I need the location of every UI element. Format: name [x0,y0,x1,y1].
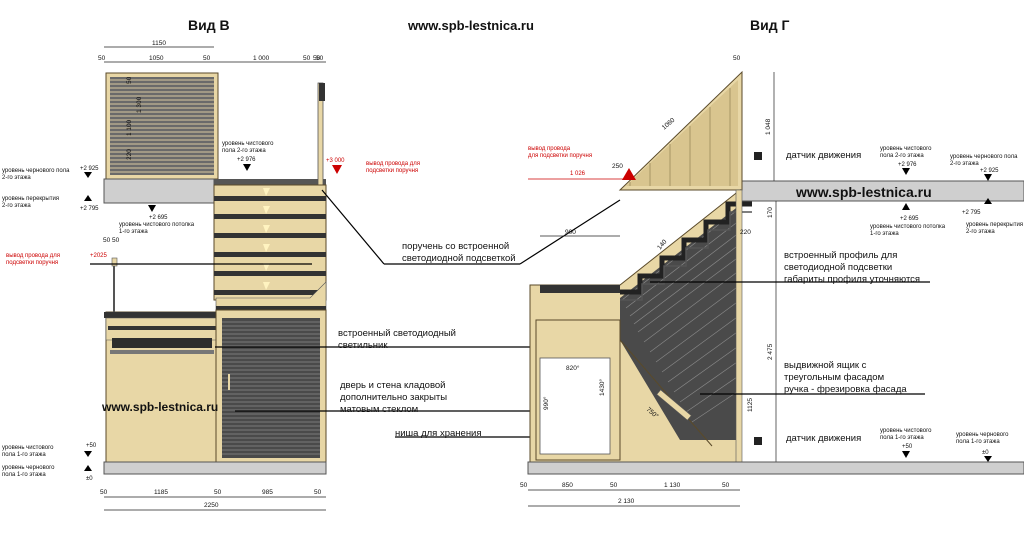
dim-b-bot-0: 50 [100,489,108,496]
dim-b-v-1: 220 [126,149,133,160]
r-level-clean-2-val: +2 976 [898,162,917,168]
dim-b-top-3: 1 000 [253,55,270,62]
dim-b-v-3: 1 100 [126,119,133,136]
dim-g-bot-3: 1 130 [664,482,681,489]
dim-g-250: 250 [612,163,623,170]
level-ceiling-1-val: +2 695 [149,215,168,221]
view-b: 1150 50 1050 50 1 000 50 50 [2,40,420,511]
dim-g-1048: 1 048 [765,118,772,135]
level-overlap-val: +2 795 [80,206,99,212]
dim-b-top-0: 50 [98,55,106,62]
dim-g-2475: 2 475 [767,343,774,360]
upper-panel-hatch [110,77,214,175]
view-b-title: Вид В [188,17,230,33]
level-clean-2-val: +2 976 [237,157,256,163]
view-g: www.spb-lestnica.ru 1060 50 1 048 вывод … [520,55,1024,507]
r-level-rough-1-val: ±0 [982,450,989,456]
dim-b-bot-1: 1185 [154,489,168,496]
callout-handrail: поручень со встроенной светодиодной подс… [402,241,516,264]
sensor-bottom: датчик движения [786,433,861,444]
dim-b-v-4: 1 300 [136,96,143,113]
r-level-clean-1-val: +50 [902,444,913,450]
dim-g-bot-2: 50 [610,482,618,489]
dim-g-bot-0: 50 [520,482,528,489]
dim-b-bot-2: 50 [214,489,222,496]
dim-g-900: 900 [565,229,576,236]
dim-b-top-4: 50 [303,55,311,62]
callout-lamp: встроенный светодиодный светильник [338,328,459,351]
callout-door: дверь и стена кладовой дополнительно зак… [340,380,450,415]
site-url-left: www.spb-lestnica.ru [101,400,218,414]
dim-g-top: 50 [733,55,741,62]
r-level-overlap-val: +2 795 [962,210,981,216]
wire-left-b-val: +2025 [90,253,108,259]
dim-g-1430: 1430° [598,379,606,396]
site-url-right: www.spb-lestnica.ru [795,184,932,200]
callout-niche: ниша для хранения [395,428,482,439]
dim-b-bot-4: 50 [314,489,322,496]
wire-g-dim: 1 026 [570,171,586,177]
dim-g-bot-4: 50 [722,482,730,489]
wire-right-b-val: +3 000 [326,158,345,164]
dim-b-top-1: 1050 [149,55,164,62]
level-rough-1-val: ±0 [86,476,93,482]
sensor-top: датчик движения [786,150,861,161]
dim-b-post: 50 [313,55,321,62]
callout-handrail-l1: поручень со встроенной [402,241,509,252]
dim-b-top-total: 1150 [152,40,166,47]
dim-g-bot-total: 2 130 [618,498,635,505]
callout-handrail-l2: светодиодной подсветкой [402,253,516,264]
callout-profile: встроенный профиль для светодиодной подс… [784,250,920,285]
r-level-ceiling-1-val: +2 695 [900,216,919,222]
level-clean-1-val: +50 [86,443,97,449]
dim-g-bot-1: 850 [562,482,573,489]
dim-b-top-2: 50 [203,55,211,62]
dim-b-bot-3: 985 [262,489,273,496]
callout-drawer: выдвижной ящик с треугольным фасадом руч… [784,360,907,395]
dim-g-990: 990° [542,396,550,410]
site-url-top: www.spb-lestnica.ru [407,18,534,33]
view-g-title: Вид Г [750,17,789,33]
dim-g-1060: 1060 [661,117,677,132]
dim-b-small: 50 50 [103,237,120,244]
level-rough-2-val: +2 925 [80,166,99,172]
r-level-rough-2-val: +2 925 [980,168,999,174]
dim-g-170: 170 [767,207,774,218]
dim-b-top-5: 50 [316,55,324,62]
dim-g-820: 820° [566,364,580,372]
dim-g-1125: 1125 [747,398,754,412]
dim-b-bot-total: 2250 [204,502,219,509]
dim-g-220: 220 [740,229,751,236]
dim-b-v-0: 50 [126,76,133,84]
